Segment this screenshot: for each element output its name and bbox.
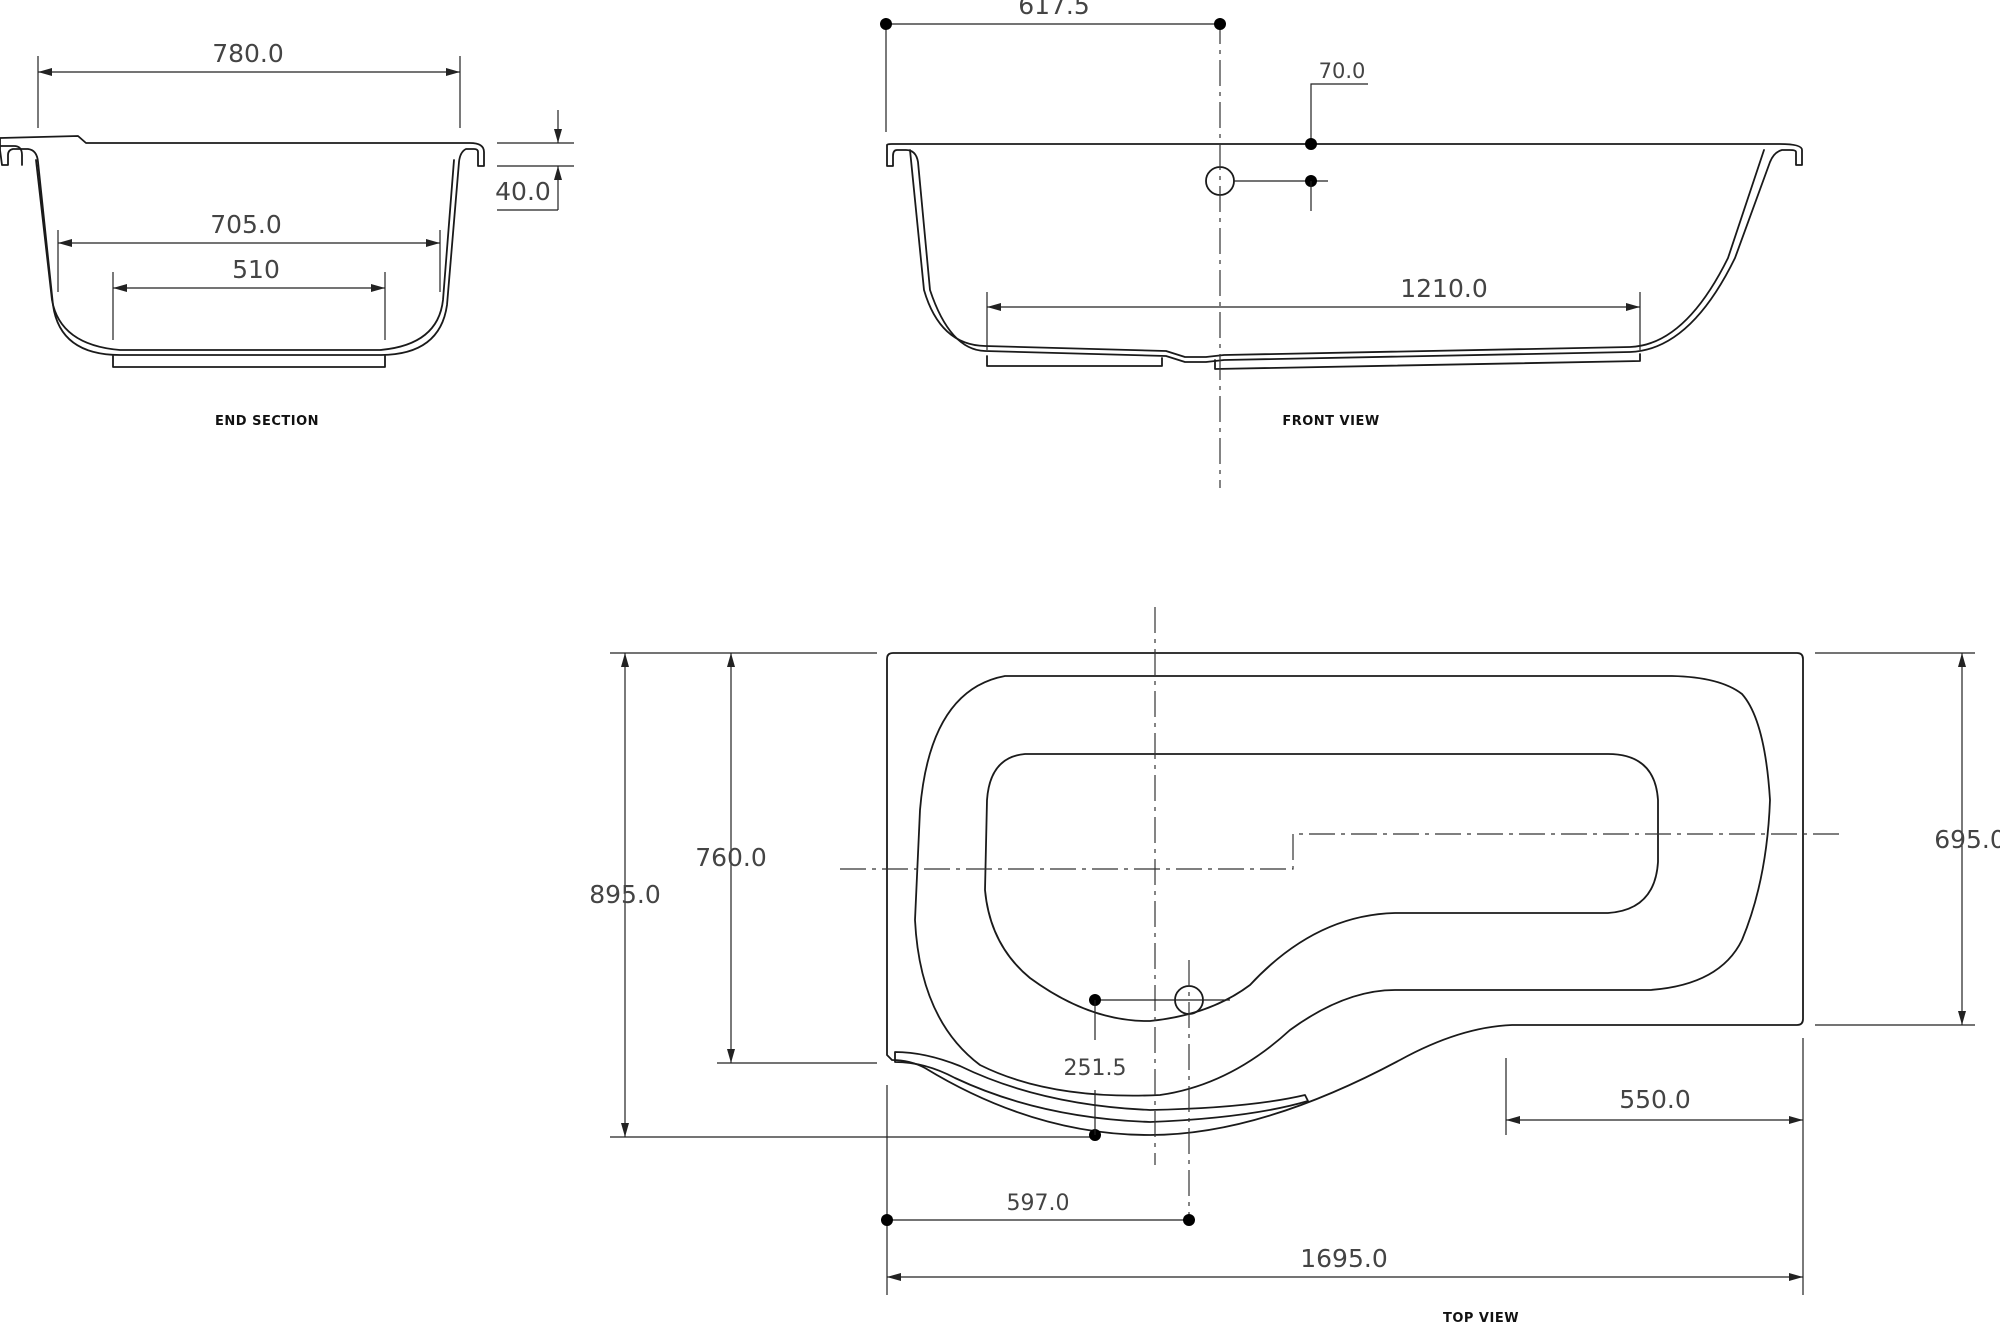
front-view-inner-skin <box>909 149 1765 358</box>
dim-end-base-width: 510 <box>232 255 280 284</box>
dim-end-inner-width: 705.0 <box>210 210 282 239</box>
dim-end-overall-width: 780.0 <box>212 39 284 68</box>
top-view-caption: TOP VIEW <box>1443 1311 1519 1326</box>
dim-top-overall-depth: 895.0 <box>589 880 661 909</box>
top-view-apron-curve <box>894 1051 1309 1123</box>
dim-end-rim-height: 40.0 <box>495 177 551 206</box>
end-section-outline <box>0 135 485 356</box>
top-view-horizontal-center-line <box>840 833 1843 870</box>
end-section-caption: END SECTION <box>215 414 319 429</box>
top-view: 895.0 760.0 695.0 251.5 550.0 597.0 <box>589 607 2000 1326</box>
dim-top-inner-depth: 760.0 <box>695 843 767 872</box>
end-section-inner-skin <box>35 159 455 351</box>
end-section-view: 780.0 705.0 510 40.0 END SECTION <box>0 39 574 429</box>
dim-top-narrow-length: 550.0 <box>1619 1085 1691 1114</box>
end-section-left-lip <box>0 145 23 166</box>
dim-top-narrow-depth: 695.0 <box>1934 825 2000 854</box>
front-view-base-board-right <box>1214 353 1641 370</box>
dim-front-waste-from-end: 617.5 <box>1018 0 1090 20</box>
dim-top-overall-length: 1695.0 <box>1300 1244 1387 1273</box>
end-section-base-board <box>112 355 386 368</box>
dim-top-waste-from-end: 597.0 <box>1007 1191 1070 1216</box>
front-view-base-board-left <box>986 355 1163 367</box>
top-view-floor-outline <box>984 753 1659 1022</box>
dim-front-overflow-offset: 70.0 <box>1319 59 1366 83</box>
dim-front-base-length: 1210.0 <box>1400 274 1487 303</box>
top-view-bowl-outline <box>914 675 1771 1097</box>
front-view: 617.5 70.0 1210.0 FRONT VIEW <box>880 0 1803 488</box>
front-view-outline <box>886 143 1803 363</box>
dim-top-waste-offset: 251.5 <box>1064 1056 1127 1081</box>
top-view-outer-outline <box>886 652 1804 1136</box>
front-view-caption: FRONT VIEW <box>1282 414 1379 429</box>
